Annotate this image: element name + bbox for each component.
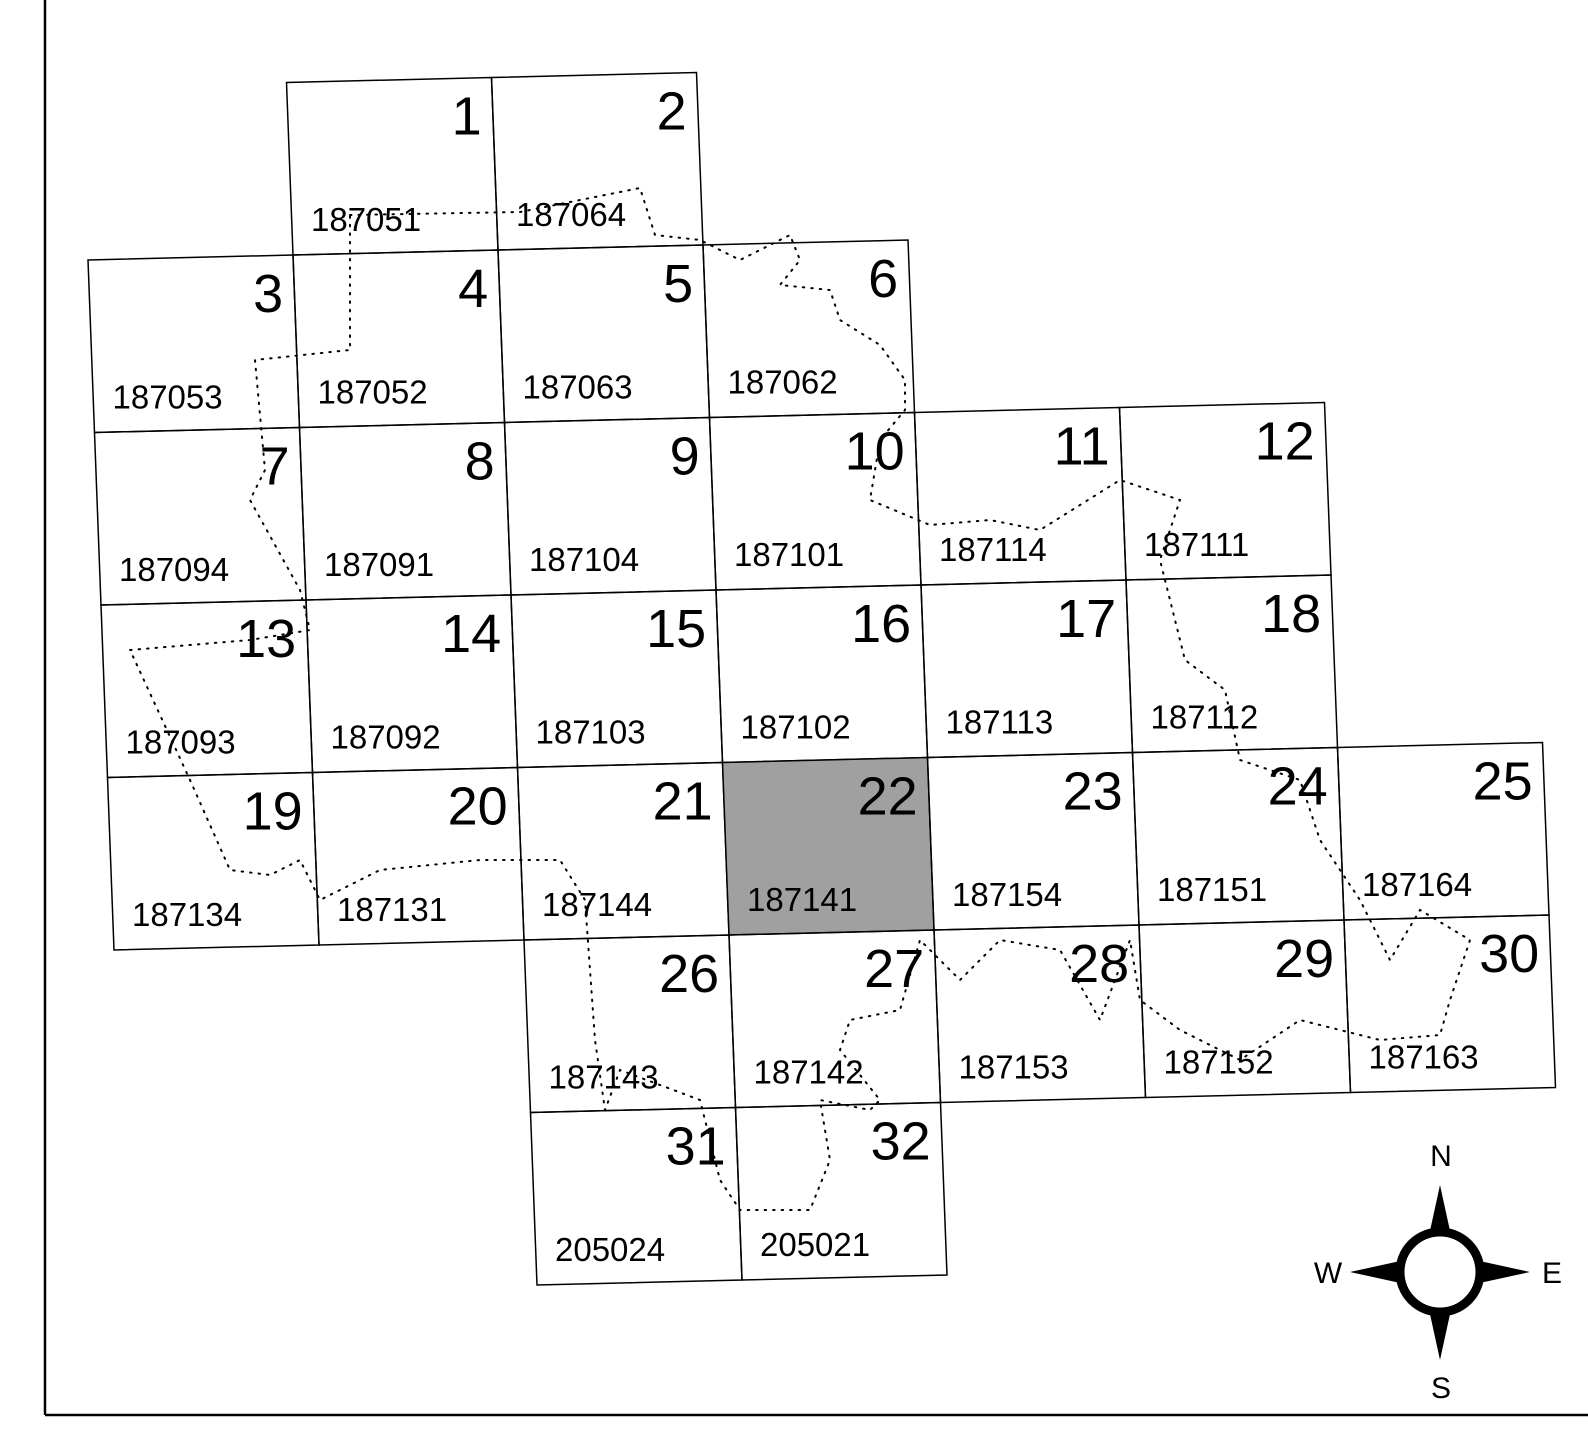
tile-number-26: 26 (659, 944, 719, 1004)
tile-number-12: 12 (1255, 411, 1315, 471)
tile-number-16: 16 (851, 594, 911, 654)
tile-number-23: 23 (1063, 761, 1123, 821)
tile-code-1: 187051 (311, 201, 421, 238)
tile-code-27: 187142 (754, 1054, 864, 1091)
tile-number-4: 4 (458, 259, 488, 319)
compass-label-north: N (1430, 1140, 1452, 1173)
tile-number-17: 17 (1056, 589, 1116, 649)
tile-number-6: 6 (868, 249, 898, 309)
tile-number-15: 15 (646, 599, 706, 659)
tile-number-24: 24 (1268, 756, 1328, 816)
tile-number-8: 8 (465, 431, 495, 491)
tiles-layer (87, 71, 1557, 1286)
tile-code-23: 187154 (952, 876, 1062, 913)
tile-code-17: 187113 (946, 704, 1054, 741)
labels-layer: 1 187051 2 187064 3 187053 4 187052 5 187063 6 1870… (113, 81, 1540, 1268)
tile-code-30: 187163 (1369, 1039, 1479, 1076)
tile-code-11: 187114 (939, 531, 1047, 568)
tile-code-14: 187092 (331, 719, 441, 756)
tile-code-3: 187053 (113, 379, 223, 416)
compass-rose-icon: N S E W (1314, 1140, 1562, 1405)
tile-number-28: 28 (1069, 934, 1129, 994)
tile-number-14: 14 (441, 604, 501, 664)
tile-number-20: 20 (448, 776, 508, 836)
tile-number-11: 11 (1054, 416, 1110, 476)
tile-code-2: 187064 (516, 196, 626, 233)
tile-number-29: 29 (1274, 929, 1334, 989)
tile-number-22: 22 (858, 766, 918, 826)
tile-code-29: 187152 (1164, 1044, 1274, 1081)
tile-number-31: 31 (666, 1116, 726, 1176)
tile-code-21: 187144 (542, 886, 652, 923)
tile-number-10: 10 (845, 421, 905, 481)
tile-code-7: 187094 (119, 551, 229, 588)
compass-east-point (1475, 1260, 1530, 1284)
compass-south-point (1428, 1305, 1452, 1360)
tile-number-27: 27 (864, 939, 924, 999)
tile-30 (1343, 914, 1557, 1094)
compass-ring (1395, 1227, 1485, 1317)
tile-number-13: 13 (236, 609, 296, 669)
tile-code-32: 205021 (760, 1226, 870, 1263)
tile-code-6: 187062 (728, 364, 838, 401)
tile-number-19: 19 (243, 781, 303, 841)
tile-number-7: 7 (260, 436, 290, 496)
tile-code-25: 187164 (1362, 866, 1472, 903)
compass-north-point (1428, 1185, 1452, 1240)
tile-number-30: 30 (1479, 924, 1539, 984)
compass-west-point (1350, 1260, 1405, 1284)
compass-label-south: S (1431, 1372, 1451, 1405)
boundary-dotted-line (128, 186, 1472, 1211)
tile-number-2: 2 (657, 81, 687, 141)
tile-code-4: 187052 (318, 374, 428, 411)
tile-code-9: 187104 (529, 541, 639, 578)
tile-code-22: 187141 (747, 881, 857, 918)
tile-number-1: 1 (452, 86, 482, 146)
tile-code-15: 187103 (536, 714, 646, 751)
tile-number-25: 25 (1473, 751, 1533, 811)
tile-code-20: 187131 (337, 891, 447, 928)
tile-number-18: 18 (1261, 584, 1321, 644)
tile-code-5: 187063 (523, 369, 633, 406)
tile-code-12: 187111 (1144, 526, 1249, 563)
tile-code-26: 187143 (549, 1059, 659, 1096)
tile-code-28: 187153 (959, 1049, 1069, 1086)
tile-code-16: 187102 (741, 709, 851, 746)
tile-number-5: 5 (663, 254, 693, 314)
tile-number-3: 3 (253, 264, 283, 324)
tile-number-21: 21 (653, 771, 713, 831)
tile-code-18: 187112 (1151, 699, 1259, 736)
tile-code-10: 187101 (734, 536, 844, 573)
tile-code-19: 187134 (132, 896, 242, 933)
tile-code-24: 187151 (1157, 871, 1267, 908)
compass-label-east: E (1542, 1257, 1562, 1290)
boundary-path (128, 186, 1472, 1211)
tile-code-8: 187091 (324, 546, 434, 583)
tile-code-13: 187093 (126, 724, 236, 761)
tile-number-9: 9 (670, 426, 700, 486)
compass-label-west: W (1314, 1257, 1343, 1290)
tile-32 (734, 1101, 948, 1281)
tile-code-31: 205024 (555, 1231, 665, 1268)
tile-number-32: 32 (871, 1111, 931, 1171)
